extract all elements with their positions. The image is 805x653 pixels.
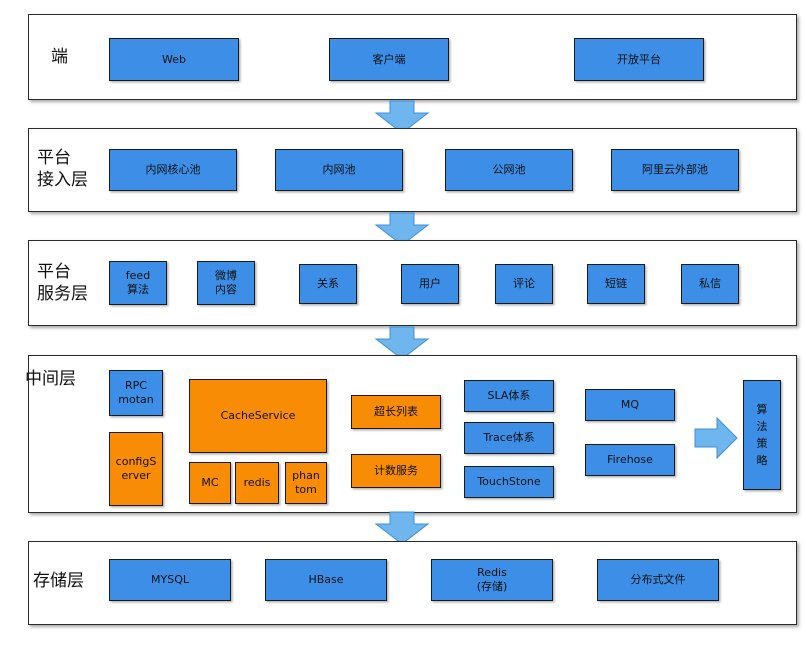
layer-service: 平台 服务层 feed 算法 微博 内容 关系 用户 评论 短链 私信 xyxy=(28,240,797,326)
box-sla-system: SLA体系 xyxy=(464,380,554,412)
box-mysql: MYSQL xyxy=(109,559,231,601)
box-redis-storage: Redis (存储) xyxy=(431,559,553,601)
box-short-link: 短链 xyxy=(587,264,645,304)
box-config-server: configS erver xyxy=(109,432,163,506)
right-arrow xyxy=(693,416,739,460)
box-trace-system: Trace体系 xyxy=(464,422,554,454)
down-arrow-3 xyxy=(372,326,432,360)
box-counter-service: 计数服务 xyxy=(351,454,441,488)
box-comment: 评论 xyxy=(495,264,553,304)
box-distributed-file: 分布式文件 xyxy=(597,559,719,601)
box-intranet-core-pool: 内网核心池 xyxy=(109,149,237,191)
box-cache-service: CacheService xyxy=(189,379,327,453)
down-arrow-2 xyxy=(372,212,432,246)
box-firehose: Firehose xyxy=(585,444,675,476)
layer-middleware: 中间层 RPC motan configS erver CacheService… xyxy=(25,355,797,513)
down-arrow-4 xyxy=(372,511,432,545)
layer-label-service: 平台 服务层 xyxy=(37,262,88,304)
box-feed-algorithm: feed 算法 xyxy=(109,261,167,305)
box-long-list: 超长列表 xyxy=(351,395,441,429)
layer-storage: 存储层 MYSQL HBase Redis (存储) 分布式文件 xyxy=(28,541,797,625)
box-web: Web xyxy=(109,38,239,81)
box-weibo-content: 微博 内容 xyxy=(197,261,255,305)
box-relationship: 关系 xyxy=(299,264,357,304)
box-mq: MQ xyxy=(585,389,675,421)
layer-label-middleware: 中间层 xyxy=(25,369,76,389)
box-client-app: 客户端 xyxy=(329,38,449,81)
box-public-pool: 公网池 xyxy=(445,149,573,191)
box-aliyun-external-pool: 阿里云外部池 xyxy=(611,149,739,191)
layer-client: 端 Web 客户端 开放平台 xyxy=(28,14,797,100)
box-hbase: HBase xyxy=(265,559,387,601)
box-mc: MC xyxy=(189,462,231,504)
layer-access: 平台 接入层 内网核心池 内网池 公网池 阿里云外部池 xyxy=(28,128,797,212)
layer-label-client: 端 xyxy=(51,47,68,67)
box-touchstone: TouchStone xyxy=(464,466,554,498)
box-rpc-motan: RPC motan xyxy=(109,370,163,416)
box-user: 用户 xyxy=(401,264,459,304)
box-open-platform: 开放平台 xyxy=(574,38,704,81)
box-phantom: phan tom xyxy=(285,462,327,504)
box-algorithm-strategy: 算 法 策 略 xyxy=(743,380,781,490)
box-private-message: 私信 xyxy=(681,264,739,304)
box-redis-cache: redis xyxy=(235,462,279,504)
layer-label-access: 平台 接入层 xyxy=(37,148,88,190)
layer-label-storage: 存储层 xyxy=(33,571,84,591)
box-intranet-pool: 内网池 xyxy=(275,149,403,191)
down-arrow-1 xyxy=(372,100,432,134)
